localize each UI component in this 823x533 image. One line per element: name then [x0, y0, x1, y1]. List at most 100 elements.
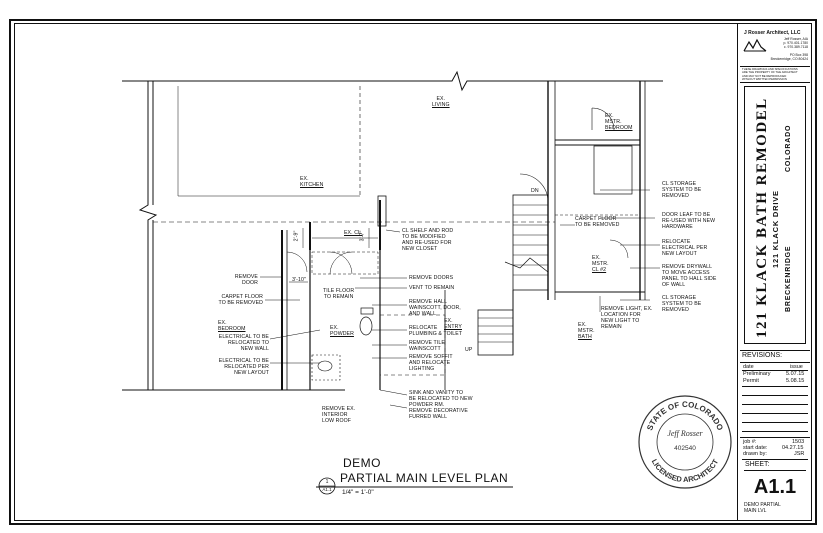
note-line: CL STORAGE	[662, 295, 697, 301]
room-label-line: EX.	[436, 96, 446, 102]
note-relocate-plumbing: RELOCATE PLUMBING & TOILET	[409, 325, 462, 337]
room-label-line: EX.	[592, 255, 601, 261]
note-door-leaf: DOOR LEAF TO BE RE-USED WITH NEW HARDWAR…	[662, 212, 715, 230]
room-label-line: ENTRY	[444, 324, 462, 330]
firm-detail-line: Breckenridge, CO 80424	[770, 57, 808, 61]
room-label-line: EX.	[578, 322, 587, 328]
note-remove-door: REMOVE DOOR	[228, 274, 258, 286]
dimension-height-right: 3'-7"	[359, 230, 366, 242]
note-line: INTERIOR	[322, 412, 348, 418]
note-line: ELECTRICAL PER	[662, 245, 708, 251]
note-line: REMOVE LIGHT, EX.	[601, 306, 653, 312]
rev-2-name: Permit	[743, 378, 759, 384]
room-label-mstr-closet: EX. MSTR. CL #2	[592, 255, 609, 273]
note-line: HARDWARE	[662, 224, 693, 230]
drawing-title-demo: DEMO	[343, 456, 381, 470]
room-label-line: MSTR.	[605, 119, 622, 125]
note-line: SYSTEM TO BE	[662, 301, 702, 307]
disclaimer-line: WITHOUT WRITTEN PERMISSION	[742, 77, 787, 82]
note-cl-storage-2: CL STORAGE SYSTEM TO BE REMOVED	[662, 295, 701, 313]
project-city: BRECKENRIDGE	[785, 245, 792, 312]
room-label-line: EX.	[444, 318, 453, 324]
room-label-line: EX.	[605, 113, 614, 119]
note-line: REMOVE EX.	[322, 406, 356, 412]
note-remove-soffit: REMOVE SOFFIT AND RELOCATE LIGHTING	[409, 354, 453, 372]
dimension-height-left: 2'-9"	[293, 230, 300, 242]
disclaimer-line: THESE DRAWINGS AND SPECIFICATIONS	[742, 67, 798, 71]
stair-down-label: DN	[531, 188, 539, 194]
room-label-line: MSTR.	[578, 328, 595, 334]
rev-header-date: date	[743, 364, 754, 370]
note-line: REMAIN	[601, 324, 622, 330]
note-electrical-new-wall: ELECTRICAL TO BE RELOCATED TO NEW WALL	[215, 334, 269, 352]
note-line: REMOVE HALL	[409, 299, 448, 305]
left-break-line	[138, 81, 158, 390]
room-label-living: EX. LIVING	[432, 96, 450, 108]
note-line: RELOCATE	[662, 239, 691, 245]
note-electrical-layout: ELECTRICAL TO BE RELOCATED PER NEW LAYOU…	[215, 358, 269, 376]
room-label-line: BATH	[578, 334, 592, 340]
note-vent: VENT TO REMAIN	[409, 285, 455, 291]
sheet-label: SHEET:	[745, 461, 770, 468]
job-label: job #:	[743, 439, 757, 445]
sheet-desc-line: DEMO PARTIAL	[744, 502, 781, 508]
note-line: CARPET FLOOR	[575, 216, 617, 222]
note-line: LOW ROOF	[322, 418, 352, 424]
rev-1-date: 5.07.15	[786, 371, 805, 377]
note-remove-furred: REMOVE DECORATIVE FURRED WALL	[409, 408, 468, 420]
start-label: start date:	[743, 445, 768, 451]
firm-detail-line: Jeff Rosser, AIA	[783, 37, 808, 41]
stair-up-label: UP	[465, 347, 473, 353]
note-line: REMOVED	[662, 193, 689, 199]
rev-header-issue: issue	[790, 364, 803, 370]
firm-detail-line: PO Box 398	[789, 53, 808, 57]
note-line: WAINSCOTT	[409, 346, 441, 352]
tb-line	[740, 82, 810, 83]
tb-line	[740, 362, 810, 363]
seal-number: 402540	[674, 445, 696, 452]
room-label-line: BEDROOM	[605, 125, 633, 131]
note-remove-hall: REMOVE HALL WAINSCOTT, DOOR, AND WALL	[409, 299, 461, 317]
drawn-value: JSR	[794, 451, 805, 457]
note-line: SYSTEM TO BE	[662, 187, 702, 193]
note-line: NEW LIGHT TO	[601, 318, 640, 324]
room-label-line: BEDROOM	[218, 326, 246, 332]
note-line: NEW LAYOUT	[234, 370, 269, 376]
disclaimer-line: AND MAY NOT BE REPRODUCED	[742, 73, 787, 78]
firm-block: J Rosser Architect, LLC Jeff Rosser, AIA…	[740, 26, 810, 67]
note-line: LOCATION FOR	[601, 312, 641, 318]
room-label-line: EX.	[300, 176, 309, 182]
drawn-label: drawn by:	[743, 451, 767, 457]
room-label-line: MSTR.	[592, 261, 609, 267]
room-label-powder: EX. POWDER	[330, 325, 354, 337]
note-line: AND RELOCATE	[409, 360, 451, 366]
note-line: REMOVE DRYWALL	[662, 264, 713, 270]
note-line: FURRED WALL	[409, 414, 448, 420]
note-remove-drywall: REMOVE DRYWALL TO MOVE ACCESS PANEL TO H…	[662, 264, 716, 288]
note-line: REMOVE DECORATIVE	[409, 408, 468, 414]
room-label-line: EX.	[330, 325, 339, 331]
note-remove-doors: REMOVE DOORS	[409, 275, 454, 281]
note-remove-interior: REMOVE EX. INTERIOR LOW ROOF	[322, 406, 355, 424]
tb-line	[742, 370, 808, 371]
note-line: REMOVE TILE	[409, 340, 445, 346]
room-label-mstr-bath: EX. MSTR. BATH	[578, 322, 595, 340]
tb-line	[740, 350, 810, 351]
note-line: CL SHELF AND ROD	[402, 228, 454, 234]
note-line: RELOCATE	[409, 325, 438, 331]
drawing-border	[14, 23, 812, 521]
sheet-desc-line: MAIN LVL	[744, 508, 767, 514]
sheet-number: A1.1	[753, 476, 797, 498]
note-tile-floor: TILE FLOOR TO REMAIN	[323, 288, 354, 300]
note-line: NEW LAYOUT	[662, 251, 697, 257]
architect-seal: STATE OF COLORADO LICENSED ARCHITECT Jef…	[638, 395, 732, 489]
note-remove-tile: REMOVE TILE WAINSCOTT	[409, 340, 445, 352]
note-line: TO BE REMOVED	[575, 222, 620, 228]
note-line: AND WALL	[409, 311, 437, 317]
note-carpet-floor-right: CARPET FLOOR TO BE REMOVED	[575, 216, 619, 228]
note-line: PANEL TO HALL SIDE	[662, 276, 717, 282]
top-break-line	[122, 70, 663, 92]
room-label-line: EX.	[218, 320, 227, 326]
room-label-line: POWDER	[330, 331, 354, 337]
room-label-line: KITCHEN	[300, 182, 324, 188]
